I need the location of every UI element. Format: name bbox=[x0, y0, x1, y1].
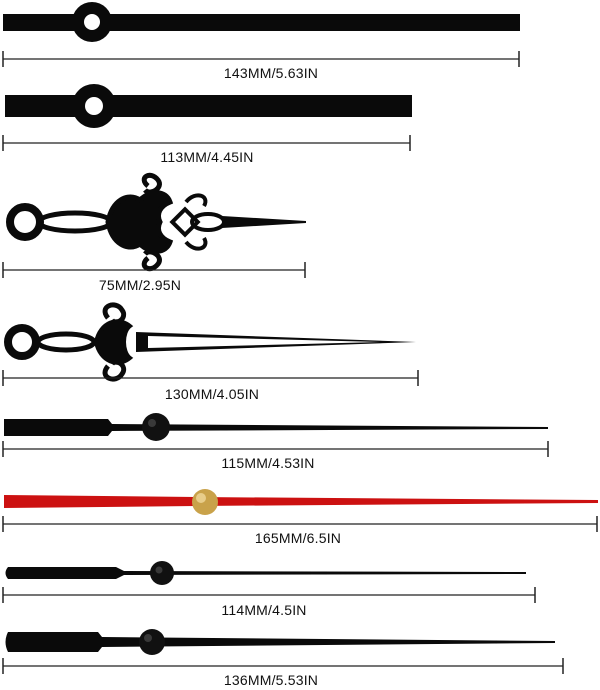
measurement-label-8: 136MM/5.53IN bbox=[223, 672, 319, 688]
dimension-line-2 bbox=[2, 135, 411, 151]
measurement-label-2: 113MM/4.45IN bbox=[160, 149, 254, 165]
dimension-line-5 bbox=[2, 441, 549, 457]
hand-5-second-black bbox=[4, 413, 548, 441]
hand-7-second-black bbox=[5, 561, 526, 585]
dimension-line-3 bbox=[2, 262, 306, 278]
measurement-label-4: 130MM/4.05IN bbox=[164, 386, 260, 402]
measurement-label-7: 114MM/4.5IN bbox=[221, 602, 307, 618]
hand-4-scroll-spear bbox=[4, 302, 416, 382]
hand-3-ornate-scroll bbox=[6, 172, 306, 272]
hand-1-black-bar bbox=[3, 2, 520, 42]
hand-6-second-red bbox=[4, 489, 598, 515]
dimension-line-7 bbox=[2, 587, 536, 603]
measurement-label-3: 75MM/2.95N bbox=[98, 277, 182, 293]
measurement-label-6: 165MM/6.5IN bbox=[254, 530, 342, 546]
hand-2-black-bar bbox=[5, 84, 412, 128]
measurement-label-1: 143MM/5.63IN bbox=[223, 65, 319, 81]
dimension-line-8 bbox=[2, 658, 564, 674]
measurement-label-5: 115MM/4.53IN bbox=[221, 455, 315, 471]
dimension-line-1 bbox=[2, 51, 520, 67]
dimension-line-4 bbox=[2, 370, 419, 386]
hand-8-second-black bbox=[5, 629, 555, 655]
dimension-line-6 bbox=[2, 516, 598, 532]
